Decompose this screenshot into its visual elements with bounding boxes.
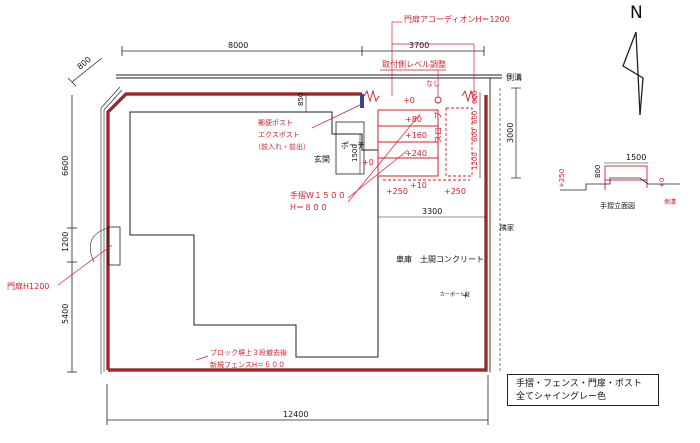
accordion-gate-icon: なし xyxy=(363,80,478,104)
annotation-accordion: 門扉アコーディオンH＝1200 xyxy=(391,14,510,96)
fence-label-1: ブロック塀上３段撤去後 xyxy=(210,348,287,357)
level-0-porch: +0 xyxy=(362,158,374,167)
north-arrow-icon: N xyxy=(622,3,644,116)
slope-label: スロープ xyxy=(434,111,443,143)
entrance-label: 玄関 xyxy=(314,154,330,164)
road-label: 側溝 xyxy=(506,72,522,82)
carport-label: カーポート柱 xyxy=(440,291,470,298)
level-250-right: +250 xyxy=(444,187,466,196)
level-160: +160 xyxy=(405,131,427,140)
dimension-bottom: 12400 xyxy=(106,375,489,425)
road-edge: 側溝 隣家 xyxy=(116,72,522,372)
level-adjust-label: 取付側レベル調整 xyxy=(382,59,446,69)
dim-6600: 6600 xyxy=(61,156,70,176)
elev-width: 1500 xyxy=(626,153,646,162)
neighbor-label: 隣家 xyxy=(500,223,514,232)
fence-label-2: 新規フェンスH＝６００ xyxy=(210,360,285,369)
garage-area: 車庫 土間コンクリート カーポート柱 + xyxy=(396,254,484,300)
level-250-left: +250 xyxy=(386,187,408,196)
carport-post-icon: + xyxy=(462,291,469,300)
elevation-title: 手摺立面図 xyxy=(600,201,635,210)
post-box-icon xyxy=(360,94,364,108)
inner-dimensions: 850 1500 3300 xyxy=(297,93,486,218)
dim-12400: 12400 xyxy=(283,410,308,419)
handrail-label-2: H＝８００ xyxy=(290,203,328,212)
dim-800: 800 xyxy=(76,55,93,72)
gate-accordion-label: 門扉アコーディオンH＝1200 xyxy=(404,14,510,24)
elev-road-label: 側溝 xyxy=(664,198,676,206)
dim-3000: 3000 xyxy=(506,123,515,143)
level-240: +240 xyxy=(405,149,427,158)
dim-8000: 8000 xyxy=(228,41,248,50)
elev-level-0: +0 xyxy=(658,178,666,188)
post-label-3: （前入れ・前出） xyxy=(254,142,310,151)
dim-5400: 5400 xyxy=(61,304,70,324)
dim-3300: 3300 xyxy=(422,207,442,216)
garage-label: 車庫 土間コンクリート xyxy=(396,254,484,264)
entry-stairs: スロープ +0 +80 +160 +240 +10 +250 +250 +0 xyxy=(362,96,473,196)
elev-height: 800 xyxy=(594,165,602,178)
annotation-level-adjust: 取付側レベル調整 xyxy=(380,59,446,97)
house-outline xyxy=(129,111,379,358)
level-10: +10 xyxy=(410,181,427,190)
handrail-label-1: 手摺W１５００ xyxy=(290,190,346,200)
dim-850: 850 xyxy=(297,93,305,106)
color-note-box: 手摺・フェンス・門扉・ポスト 全てシャイングレー色 xyxy=(507,374,659,406)
dimension-left: 6600 1200 5400 xyxy=(61,95,77,373)
level-80: +80 xyxy=(405,115,422,124)
level-0: +0 xyxy=(403,96,415,105)
post-label-2: エクスポスト xyxy=(258,131,300,139)
elev-level-250: +250 xyxy=(558,169,566,188)
porch-area: ポーチ 玄関 xyxy=(314,94,365,175)
stair-dimensions: 600 600 600 1200 3000 xyxy=(471,87,521,179)
dim-600-b: 600 xyxy=(471,111,479,124)
note-line-1: 手摺・フェンス・門扉・ポスト xyxy=(516,379,642,389)
annotation-post: 郵便ポスト エクスポスト （前入れ・前出） xyxy=(254,103,363,151)
dim-1500: 1500 xyxy=(351,144,359,162)
note-line-2: 全てシャイングレー色 xyxy=(516,392,607,402)
porch-label: ポーチ xyxy=(341,141,365,150)
annotation-fence: ブロック塀上３段撤去後 新規フェンスH＝６００ xyxy=(195,348,287,369)
dimension-top: 8000 3700 xyxy=(121,41,485,56)
left-gate xyxy=(90,226,121,266)
dim-600-c: 600 xyxy=(471,129,479,142)
annotation-left-gate: 門扉H1200 xyxy=(7,244,113,291)
annotation-handrail: 手摺W１５００ H＝８００ xyxy=(290,113,421,212)
dim-1200-stair: 1200 xyxy=(471,152,479,170)
dim-3700: 3700 xyxy=(409,41,429,50)
dim-1200-left: 1200 xyxy=(61,232,70,252)
left-gate-label: 門扉H1200 xyxy=(7,281,49,291)
hand-none-label: なし xyxy=(426,80,440,88)
dimension-corner: 800 xyxy=(67,55,103,87)
post-label-1: 郵便ポスト xyxy=(258,118,293,127)
handrail-elevation: 1500 800 +250 +0 側溝 手摺立面図 xyxy=(558,153,680,210)
dim-600-a: 600 xyxy=(471,91,479,104)
north-label: N xyxy=(630,3,643,23)
